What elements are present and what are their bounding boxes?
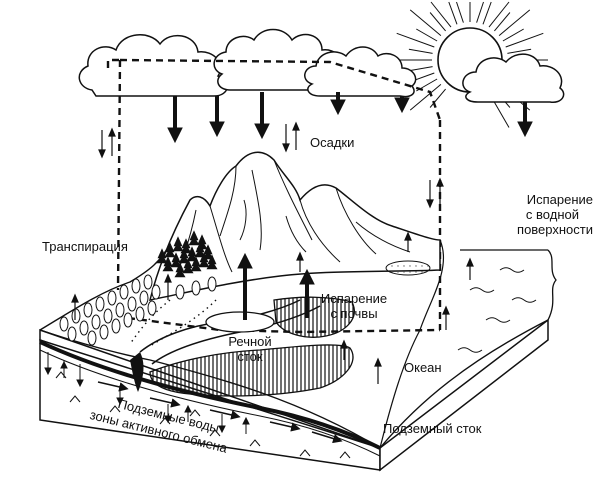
deciduous-tree-icon bbox=[143, 274, 153, 290]
sun-ray bbox=[416, 28, 438, 42]
conifer-tree-icon bbox=[206, 254, 218, 270]
deciduous-tree-icon bbox=[59, 316, 69, 332]
deciduous-tree-icon bbox=[95, 296, 105, 312]
sun-ray bbox=[408, 48, 433, 54]
tree-outline-icon bbox=[59, 274, 217, 346]
conifer-tree-icon bbox=[178, 248, 190, 264]
arrow-icon bbox=[237, 252, 253, 320]
label-ocean-evaporation-2: с водной bbox=[525, 207, 579, 222]
deciduous-tree-icon bbox=[115, 302, 125, 318]
mountain-icon bbox=[148, 151, 441, 301]
deciduous-tree-icon bbox=[91, 314, 101, 330]
deciduous-tree-icon bbox=[87, 330, 97, 346]
sun-ray bbox=[476, 1, 484, 23]
sun-ray bbox=[429, 12, 446, 32]
evaporation-arrows bbox=[71, 231, 474, 384]
deciduous-tree-icon bbox=[191, 280, 201, 296]
arrow-icon bbox=[517, 102, 533, 138]
arrow-icon bbox=[299, 268, 315, 318]
label-ocean-evaporation-3: поверхности bbox=[517, 222, 593, 237]
label-river-runoff-2: сток bbox=[237, 349, 263, 364]
sun-ray bbox=[430, 1, 452, 28]
arrow-icon bbox=[167, 96, 183, 144]
label-precipitation: Осадки bbox=[310, 135, 355, 150]
deciduous-tree-icon bbox=[139, 290, 149, 306]
label-ocean-evaporation-1: Испарение bbox=[526, 192, 593, 207]
deciduous-tree-icon bbox=[83, 302, 93, 318]
conifer-tree-icon bbox=[156, 248, 168, 264]
arrow-icon bbox=[254, 92, 270, 140]
sun-ray bbox=[409, 84, 442, 111]
sun-ray bbox=[429, 88, 446, 108]
conifer-tree-icon bbox=[194, 242, 206, 258]
sun-ray bbox=[456, 1, 464, 23]
deciduous-tree-icon bbox=[123, 312, 133, 328]
conifer-tree-icon bbox=[198, 252, 210, 268]
deciduous-tree-icon bbox=[147, 300, 157, 316]
deciduous-tree-icon bbox=[151, 284, 161, 300]
conifer-tree-icon bbox=[172, 236, 184, 252]
deciduous-tree-icon bbox=[99, 324, 109, 340]
label-transpiration: Транспирация bbox=[42, 239, 128, 254]
sun-ray bbox=[448, 1, 458, 25]
deciduous-tree-icon bbox=[107, 290, 117, 306]
sun-ray bbox=[502, 28, 524, 42]
deciduous-tree-icon bbox=[103, 308, 113, 324]
deciduous-tree-icon bbox=[127, 296, 137, 312]
sun-ray bbox=[505, 32, 544, 48]
arrow-icon bbox=[330, 92, 346, 116]
mountain-ridges bbox=[179, 159, 411, 273]
sun-ray bbox=[482, 1, 492, 25]
deciduous-tree-icon bbox=[111, 318, 121, 334]
arrow-icon bbox=[394, 96, 410, 114]
arrow-icon bbox=[209, 96, 225, 138]
sun-ray bbox=[507, 48, 532, 54]
deciduous-tree-icon bbox=[119, 284, 129, 300]
sun-ray bbox=[488, 1, 510, 28]
deciduous-tree-icon bbox=[67, 326, 77, 342]
deciduous-tree-icon bbox=[175, 284, 185, 300]
mountain-lake bbox=[385, 260, 431, 276]
sun-ray bbox=[409, 9, 442, 36]
deciduous-tree-icon bbox=[131, 278, 141, 294]
infiltration-arrows bbox=[44, 352, 250, 434]
forest-icon bbox=[156, 230, 218, 278]
label-underground-runoff: Подземный сток bbox=[383, 421, 482, 436]
sun-ray bbox=[494, 12, 511, 32]
label-soil-evaporation-1: Испарение bbox=[320, 291, 388, 306]
deciduous-tree-icon bbox=[79, 320, 89, 336]
cloud-far-right-icon bbox=[462, 53, 565, 103]
precipitation-arrows bbox=[167, 92, 533, 144]
runoff-area bbox=[149, 296, 355, 397]
circulation-dashed-line bbox=[106, 58, 442, 334]
sun-ray bbox=[408, 66, 433, 72]
sun-ray bbox=[498, 9, 531, 36]
conifer-tree-icon bbox=[164, 242, 176, 258]
deciduous-tree-icon bbox=[71, 308, 81, 324]
conifer-tree-icon bbox=[188, 230, 200, 246]
conifer-tree-icon bbox=[182, 258, 194, 274]
label-soil-evaporation-2: с почвы bbox=[330, 306, 378, 321]
cloud-left-icon bbox=[78, 34, 228, 97]
exchange-arrows bbox=[98, 121, 444, 209]
label-ocean: Океан bbox=[404, 360, 442, 375]
river-mouth bbox=[130, 352, 144, 392]
stream-dotted-lines bbox=[129, 299, 217, 347]
deciduous-tree-icon bbox=[135, 306, 145, 322]
sun-ray bbox=[396, 32, 435, 48]
label-river-runoff-1: Речной bbox=[228, 334, 272, 349]
deciduous-tree-icon bbox=[207, 276, 217, 292]
ocean-surface bbox=[457, 267, 537, 353]
